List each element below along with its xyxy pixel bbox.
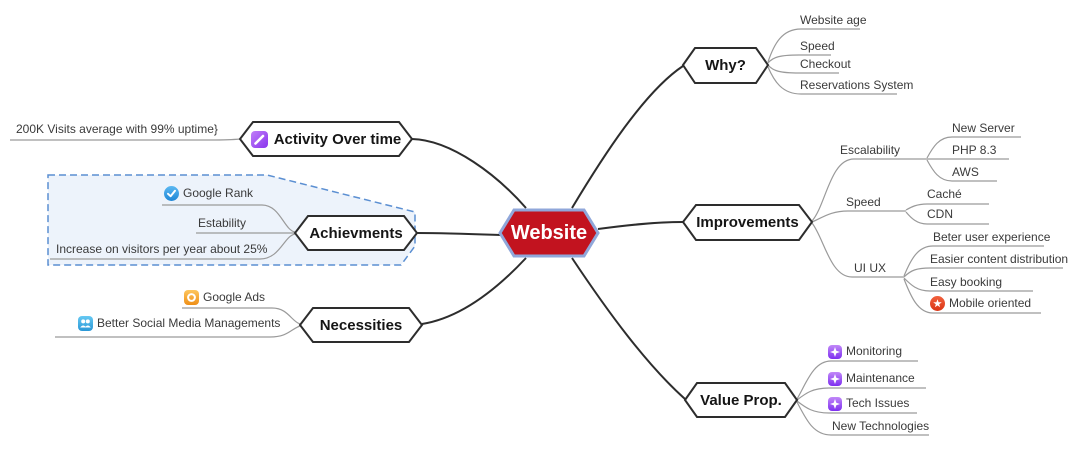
leaf-google-ads[interactable]: Google Ads: [184, 290, 265, 305]
improvements-node-shape[interactable]: [681, 204, 814, 241]
leaf-new-technologies[interactable]: New Technologies: [832, 419, 929, 434]
improvements-node-label: Improvements: [696, 214, 799, 231]
leaf-label: Maintenance: [846, 371, 915, 385]
achievments-node[interactable]: Achievments: [295, 216, 417, 250]
leaf-label: Mobile oriented: [949, 296, 1032, 310]
subtopic-label: Escalability: [840, 143, 901, 157]
ads-icon: [184, 290, 199, 305]
gem-icon: [828, 371, 842, 386]
leaf-label: Speed: [800, 39, 835, 53]
leaf-label: New Technologies: [832, 419, 930, 433]
topic-shapes: [238, 47, 814, 418]
pencil-icon: [250, 130, 268, 148]
leaf-label: Beter user experience: [933, 230, 1051, 244]
leaf-label: PHP 8.3: [952, 143, 997, 157]
leaf-label: Caché: [927, 187, 962, 201]
necessities-node-label: Necessities: [319, 316, 403, 334]
leaf-checkout[interactable]: Checkout: [800, 57, 851, 72]
leaf-label: Easy booking: [930, 275, 1003, 289]
leaf-easier-content-distribution[interactable]: Easier content distribution: [930, 252, 1068, 267]
why-node-label: Why?: [705, 57, 746, 74]
leaf-label: Reservations System: [800, 78, 914, 92]
leaf-reservations-system[interactable]: Reservations System: [800, 78, 913, 93]
subtopic-speed[interactable]: Speed: [846, 195, 881, 210]
leaf-estability[interactable]: Estability: [198, 216, 246, 231]
necessities-node[interactable]: Necessities: [300, 308, 422, 342]
root-node-label: Website: [510, 221, 588, 244]
leaf-better-social-media[interactable]: Better Social Media Managements: [78, 316, 280, 331]
gem-icon: [828, 396, 842, 411]
why-node-shape[interactable]: [681, 47, 770, 84]
branch-lines: [10, 28, 1063, 436]
leaf-visits-note[interactable]: 200K Visits average with 99% uptime}: [16, 122, 218, 137]
leaf-new-server[interactable]: New Server: [952, 121, 1015, 136]
leaf-label: Monitoring: [846, 344, 903, 358]
leaf-easy-booking[interactable]: Easy booking: [930, 275, 1002, 290]
star-circle-icon: [930, 296, 945, 311]
leaf-increase-visitors[interactable]: Increase on visitors per year about 25%: [56, 242, 267, 257]
value-prop-node-shape[interactable]: [683, 382, 799, 418]
leaf-aws[interactable]: AWS: [952, 165, 979, 180]
why-node[interactable]: Why?: [683, 48, 768, 83]
leaf-website-age[interactable]: Website age: [800, 13, 867, 28]
leaf-maintenance[interactable]: Maintenance: [828, 371, 915, 386]
people-icon: [78, 316, 93, 331]
necessities-node-shape[interactable]: [298, 307, 424, 343]
leaf-label: Google Rank: [183, 186, 254, 200]
value-prop-node[interactable]: Value Prop.: [685, 383, 797, 417]
achievments-node-label: Achievments: [309, 224, 403, 242]
leaf-label: Tech Issues: [846, 396, 910, 410]
activity-node-shape[interactable]: [238, 121, 414, 157]
leaf-label: AWS: [952, 165, 979, 179]
leaf-cdn[interactable]: CDN: [927, 207, 953, 222]
leaf-label: Easier content distribution: [930, 252, 1069, 266]
subtopic-label: UI UX: [854, 261, 887, 275]
value-prop-node-label: Value Prop.: [700, 391, 782, 409]
leaf-label: Estability: [198, 216, 247, 230]
leaf-beter-user-experience[interactable]: Beter user experience: [933, 230, 1050, 245]
subtopic-escalability[interactable]: Escalability: [840, 143, 900, 158]
activity-node-label: Activity Over time: [273, 130, 402, 148]
subtopic-label: Speed: [846, 195, 881, 209]
leaf-label: CDN: [927, 207, 953, 221]
leaf-label: Checkout: [800, 57, 851, 71]
leaf-label: Increase on visitors per year about 25%: [56, 242, 268, 256]
leaf-cache[interactable]: Caché: [927, 187, 962, 202]
leaf-tech-issues[interactable]: Tech Issues: [828, 396, 909, 411]
leaf-google-rank[interactable]: Google Rank: [164, 186, 253, 201]
leaf-php-83[interactable]: PHP 8.3: [952, 143, 996, 158]
root-node-shape[interactable]: [498, 208, 600, 258]
gem-icon: [828, 344, 842, 359]
leaf-label: New Server: [952, 121, 1015, 135]
leaf-label: Better Social Media Managements: [97, 316, 281, 330]
leaf-speed-why[interactable]: Speed: [800, 39, 835, 54]
achievments-node-shape[interactable]: [293, 215, 419, 251]
leaf-mobile-oriented[interactable]: Mobile oriented: [930, 296, 1031, 311]
leaf-label: Google Ads: [203, 290, 266, 304]
subtopic-ui-ux[interactable]: UI UX: [854, 261, 886, 276]
leaf-label: Website age: [800, 13, 867, 27]
leaf-monitoring[interactable]: Monitoring: [828, 344, 902, 359]
root-node[interactable]: Website: [500, 210, 598, 256]
check-badge-icon: [164, 186, 179, 201]
activity-node[interactable]: Activity Over time: [240, 122, 412, 156]
leaf-label: 200K Visits average with 99% uptime}: [16, 122, 218, 136]
trunk-lines: [411, 65, 686, 400]
improvements-node[interactable]: Improvements: [683, 205, 812, 240]
